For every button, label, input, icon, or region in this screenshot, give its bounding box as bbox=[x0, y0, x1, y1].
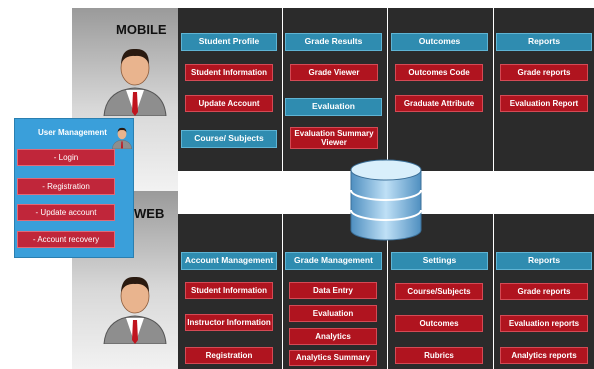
web-item: Analytics bbox=[289, 328, 377, 345]
web-item: Student Information bbox=[185, 282, 273, 299]
web-item: Evaluation reports bbox=[500, 315, 588, 332]
mobile-item: Student Information bbox=[185, 64, 273, 81]
mobile-separator bbox=[282, 8, 283, 171]
mobile-header-evaluation: Evaluation bbox=[285, 98, 382, 116]
web-item: Course/Subjects bbox=[395, 283, 483, 300]
mobile-item: Grade Viewer bbox=[290, 64, 378, 81]
user-management-item-registration: - Registration bbox=[17, 178, 115, 195]
web-item: Instructor Information bbox=[185, 314, 273, 331]
web-user-icon bbox=[103, 276, 167, 344]
web-separator bbox=[282, 214, 283, 369]
web-item: Evaluation bbox=[289, 305, 377, 322]
web-separator bbox=[387, 214, 388, 369]
mobile-item: Graduate Attribute bbox=[395, 95, 483, 112]
mobile-header-outcomes: Outcomes bbox=[391, 33, 488, 51]
web-item: Rubrics bbox=[395, 347, 483, 364]
mobile-header-student-profile: Student Profile bbox=[181, 33, 277, 51]
mobile-header-reports: Reports bbox=[496, 33, 592, 51]
mobile-label: MOBILE bbox=[116, 22, 167, 37]
web-item: Registration bbox=[185, 347, 273, 364]
web-label: WEB bbox=[134, 206, 165, 221]
mobile-separator bbox=[387, 8, 388, 171]
mobile-item: Outcomes Code bbox=[395, 64, 483, 81]
mobile-header-course-subjects: Course/ Subjects bbox=[181, 130, 277, 148]
user-management-item-account-recovery: - Account recovery bbox=[17, 231, 115, 248]
database-icon bbox=[350, 159, 422, 241]
web-item: Grade reports bbox=[500, 283, 588, 300]
web-header-grade-management: Grade Management bbox=[285, 252, 382, 270]
user-management-title: User Management bbox=[38, 128, 107, 137]
mobile-header-grade-results: Grade Results bbox=[285, 33, 382, 51]
web-header-reports: Reports bbox=[496, 252, 592, 270]
web-item: Outcomes bbox=[395, 315, 483, 332]
mobile-item: Evaluation Summary Viewer bbox=[290, 127, 378, 149]
web-header-settings: Settings bbox=[391, 252, 488, 270]
mobile-item: Evaluation Report bbox=[500, 95, 588, 112]
mobile-user-icon bbox=[103, 48, 167, 116]
web-item: Analytics Summary bbox=[289, 350, 377, 366]
mobile-separator bbox=[493, 8, 494, 171]
mobile-item: Update Account bbox=[185, 95, 273, 112]
web-header-account-management: Account Management bbox=[181, 252, 277, 270]
web-separator bbox=[493, 214, 494, 369]
user-management-item-update-account: - Update account bbox=[17, 204, 115, 221]
web-item: Analytics reports bbox=[500, 347, 588, 364]
web-item: Data Entry bbox=[289, 282, 377, 299]
mobile-item: Grade reports bbox=[500, 64, 588, 81]
user-management-item-login: - Login bbox=[17, 149, 115, 166]
user-management-user-icon bbox=[112, 127, 132, 149]
